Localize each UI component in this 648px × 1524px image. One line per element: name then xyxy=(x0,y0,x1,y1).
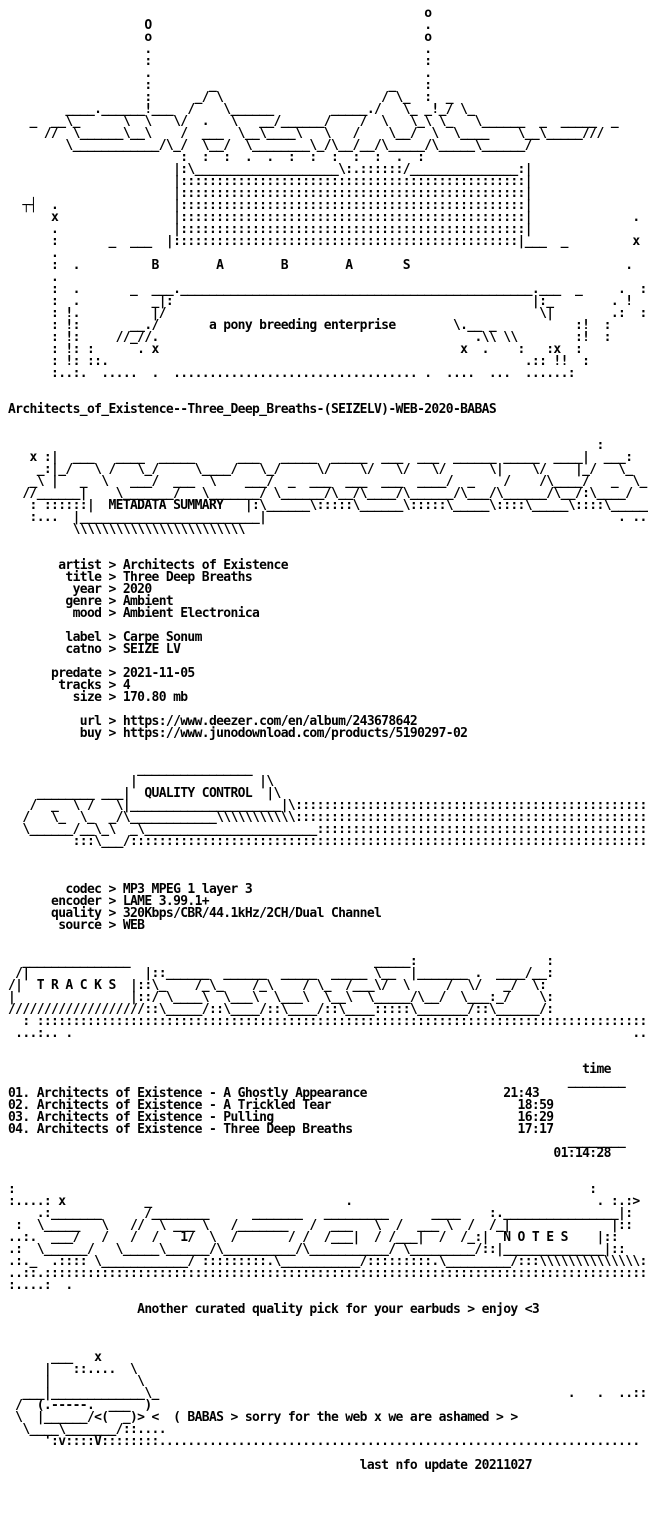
quality-control-banner: ________________ | |\ ________ ___| QUAL… xyxy=(22,762,648,849)
metadata-rows: artist > Architects of Existence title >… xyxy=(51,558,468,741)
header-ascii-art: o O . o o . . xyxy=(22,6,648,381)
tracks-total-time: 01:14:28 xyxy=(8,1146,611,1161)
last-update-text: last nfo update 20211027 xyxy=(8,1458,533,1472)
nfo-document: o O . o o . . xyxy=(8,6,648,1472)
tracks-total-rule: ________ xyxy=(8,1134,626,1149)
metadata-summary-banner: : x :| ___ ____ _____ ___ _____ _____ __… xyxy=(22,438,648,537)
tracks-time-header: time xyxy=(8,1062,611,1077)
notes-text: Another curated quality pick for your ea… xyxy=(8,1302,540,1317)
tracks-header-rule: ________ xyxy=(8,1074,626,1089)
release-name: Architects_of_Existence--Three_Deep_Brea… xyxy=(8,402,497,417)
footer-ascii-art: ___ x | ::.... \ : | \ :: ___|___ xyxy=(15,1350,648,1449)
quality-rows: codec > MP3 MPEG 1 layer 3 encoder > LAM… xyxy=(51,882,382,933)
notes-banner: : : :....: x _ . . :.:> .:_______ /_____… xyxy=(8,1182,648,1293)
tracks-banner: _______________ _____: : /| |::______ __… xyxy=(8,954,648,1041)
track-list: 01. Architects of Existence - A Ghostly … xyxy=(8,1086,554,1137)
